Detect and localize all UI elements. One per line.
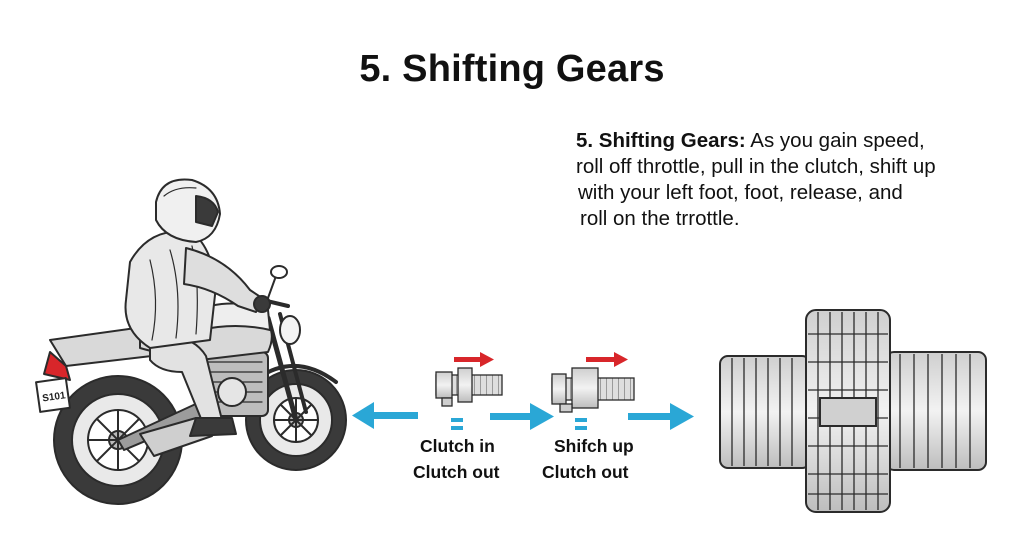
instruction-line-4: roll on the trrottle. bbox=[580, 207, 740, 230]
step-1-direction-arrow-icon bbox=[454, 352, 494, 367]
step-2-equals-icon bbox=[575, 418, 587, 430]
motorcycle-rider-illustration: S101 bbox=[35, 178, 347, 505]
instruction-line-1: 5. Shifting Gears: As you gain speed, bbox=[576, 128, 1016, 154]
step-2-direction-arrow-icon bbox=[586, 352, 628, 367]
step-2-label-bottom: Clutch out bbox=[542, 462, 629, 482]
arrow-left-icon bbox=[352, 402, 418, 429]
step-2-label-top: Shifch up bbox=[554, 436, 634, 456]
step-2-gear-icon bbox=[551, 367, 635, 413]
instruction-lead: 5. Shifting Gears: bbox=[576, 129, 746, 152]
instruction-text: 5. Shifting Gears: As you gain speed, ro… bbox=[576, 128, 1016, 232]
step-1-equals-icon bbox=[451, 418, 463, 430]
arrow-right-icon-2 bbox=[628, 403, 694, 430]
license-plate-text: S101 bbox=[42, 390, 67, 404]
step-1-label-top: Clutch in bbox=[420, 436, 495, 456]
instruction-line-2: roll off throttle, pull in the clutch, s… bbox=[576, 155, 936, 178]
gear-assembly-illustration bbox=[719, 309, 987, 513]
step-1-label-bottom: Clutch out bbox=[413, 462, 500, 482]
instruction-line-3: with your left foot, foot, release, and bbox=[578, 181, 903, 204]
arrow-right-icon-1 bbox=[490, 403, 554, 430]
step-1-gear-icon bbox=[435, 367, 503, 407]
instruction-line-1-text: As you gain speed, bbox=[745, 129, 925, 152]
page-title: 5. Shifting Gears bbox=[359, 48, 665, 90]
